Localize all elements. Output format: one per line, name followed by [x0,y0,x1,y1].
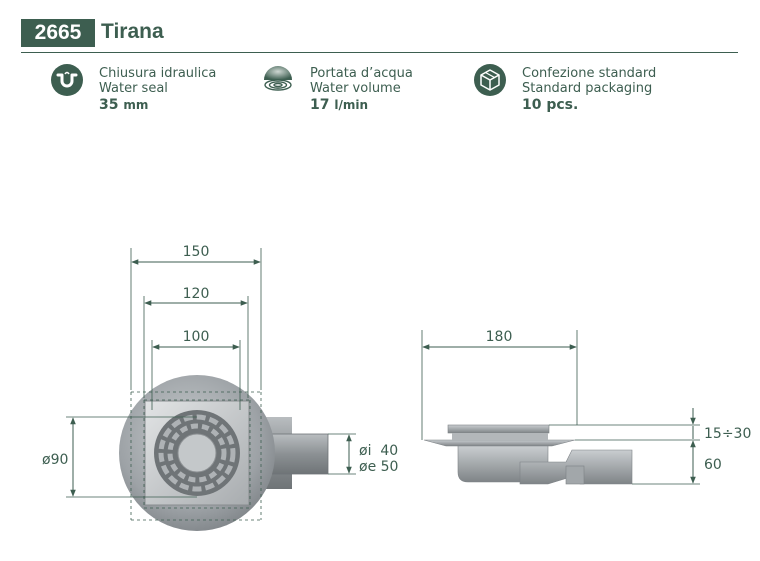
dim-outer-150: 150 [183,244,210,260]
spec-unit: mm [123,98,149,112]
water-seal-icon [51,64,83,96]
dim-side-width-180: 180 [486,329,513,345]
spec-label-en: Water volume [310,81,401,96]
top-view: 150 120 100 ø90 øi 40 øe 50 [42,244,398,531]
side-view: 180 15÷30 60 [421,329,751,485]
dim-height-adjust: 15÷30 [704,426,751,442]
spec-label-it: Portata d’acqua [310,66,413,81]
dim-outer-pipe-50: øe 50 [359,459,398,475]
grate-slots-inner [167,423,227,483]
spec-number: 10 pcs. [522,97,579,113]
title-divider [21,52,738,53]
spec-number: 35 [99,97,119,113]
spec-unit: l/min [334,98,369,112]
packaging-icon [474,64,506,96]
side-outlet-joint [565,465,585,485]
spec-number: 17 [310,97,330,113]
spec-value: 17 l/min [310,96,413,114]
dim-diameter-90: ø90 [42,452,68,468]
spec-label-it: Confezione standard [522,66,657,81]
side-flange [423,439,576,447]
side-grate [447,424,550,434]
product-code-badge: 2665 [21,19,95,47]
side-collar [452,433,548,440]
spec-label-it: Chiusura idraulica [99,66,217,81]
dim-inner-100: 100 [183,329,210,345]
dim-inner-pipe-40: øi 40 [359,443,398,459]
grate-center [177,433,217,473]
dim-body-height-60: 60 [704,457,722,473]
water-volume-icon [264,66,292,91]
spec-label-en: Standard packaging [522,81,653,96]
product-name: Tirana [101,20,164,43]
spec-label-en: Water seal [99,81,168,96]
dim-middle-120: 120 [183,286,210,302]
spec-value: 35 mm [99,96,216,114]
spec-value: 10 pcs. [522,96,656,114]
